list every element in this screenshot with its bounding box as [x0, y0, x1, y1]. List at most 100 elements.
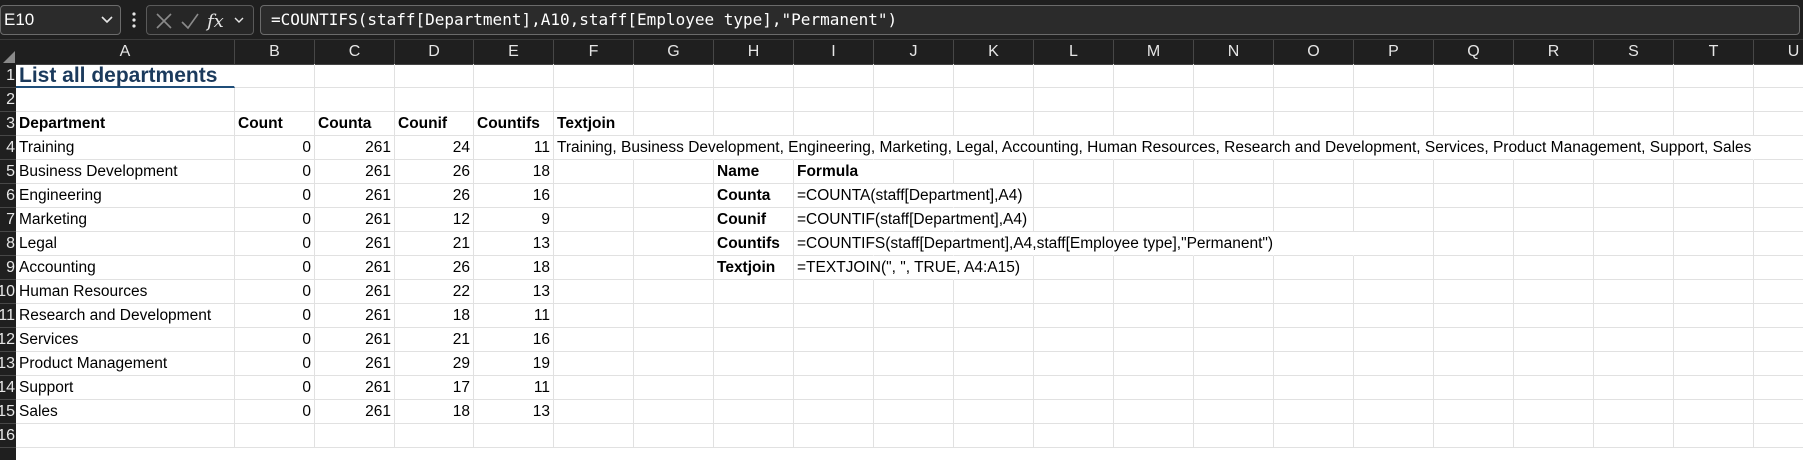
column-header-g[interactable]: G: [634, 40, 714, 64]
cell-m1[interactable]: [1114, 64, 1194, 88]
cell-u3[interactable]: [1754, 112, 1803, 136]
cell-j3[interactable]: [874, 112, 954, 136]
row-header-16[interactable]: 16: [0, 424, 16, 448]
column-header-m[interactable]: M: [1114, 40, 1194, 64]
cell-p4[interactable]: [1354, 136, 1434, 160]
cell-o14[interactable]: [1274, 376, 1354, 400]
cell-q9[interactable]: [1434, 256, 1514, 280]
cell-h10[interactable]: [714, 280, 794, 304]
cell-o6[interactable]: [1274, 184, 1354, 208]
row-header-3[interactable]: 3: [0, 112, 16, 136]
cell-o7[interactable]: [1274, 208, 1354, 232]
counta-value[interactable]: 261: [315, 232, 395, 256]
cell-u8[interactable]: [1754, 232, 1803, 256]
row-header-6[interactable]: 6: [0, 184, 16, 208]
cell-i2[interactable]: [794, 88, 874, 112]
cell-i10[interactable]: [794, 280, 874, 304]
counta-value[interactable]: 261: [315, 376, 395, 400]
cell-g12[interactable]: [634, 328, 714, 352]
cell-s13[interactable]: [1594, 352, 1674, 376]
cell-l5[interactable]: [1034, 160, 1114, 184]
cell-g3[interactable]: [634, 112, 714, 136]
formula-table-name[interactable]: Counif: [714, 208, 794, 232]
cell-s10[interactable]: [1594, 280, 1674, 304]
count-value[interactable]: 0: [235, 232, 315, 256]
cell-q15[interactable]: [1434, 400, 1514, 424]
cell-s9[interactable]: [1594, 256, 1674, 280]
cell-l2[interactable]: [1034, 88, 1114, 112]
chevron-down-icon[interactable]: [99, 6, 115, 34]
cell-b1[interactable]: [235, 64, 315, 88]
cell-l8[interactable]: [1034, 232, 1114, 256]
cell-e1[interactable]: [474, 64, 554, 88]
cell-t9[interactable]: [1674, 256, 1754, 280]
cell-h12[interactable]: [714, 328, 794, 352]
cell-r3[interactable]: [1514, 112, 1594, 136]
cell-k6[interactable]: [954, 184, 1034, 208]
cell-q11[interactable]: [1434, 304, 1514, 328]
cell-u14[interactable]: [1754, 376, 1803, 400]
counif-value[interactable]: 18: [395, 400, 474, 424]
cell-m8[interactable]: [1114, 232, 1194, 256]
cell-n9[interactable]: [1194, 256, 1274, 280]
countifs-value[interactable]: 11: [474, 304, 554, 328]
cell-d1[interactable]: [395, 64, 474, 88]
cell-g5[interactable]: [634, 160, 714, 184]
cell-n1[interactable]: [1194, 64, 1274, 88]
counta-value[interactable]: 261: [315, 400, 395, 424]
column-header-r[interactable]: R: [1514, 40, 1594, 64]
cell-o12[interactable]: [1274, 328, 1354, 352]
cell-u4[interactable]: [1754, 136, 1803, 160]
count-value[interactable]: 0: [235, 352, 315, 376]
row-header-4[interactable]: 4: [0, 136, 16, 160]
cell-u15[interactable]: [1754, 400, 1803, 424]
cell-n2[interactable]: [1194, 88, 1274, 112]
cell-k16[interactable]: [954, 424, 1034, 448]
cell-l9[interactable]: [1034, 256, 1114, 280]
cell-k12[interactable]: [954, 328, 1034, 352]
cell-i1[interactable]: [794, 64, 874, 88]
cell-m13[interactable]: [1114, 352, 1194, 376]
cell-l4[interactable]: [1034, 136, 1114, 160]
cell-h13[interactable]: [714, 352, 794, 376]
countifs-value[interactable]: 18: [474, 160, 554, 184]
cell-k4[interactable]: [954, 136, 1034, 160]
count-value[interactable]: 0: [235, 280, 315, 304]
cell-q7[interactable]: [1434, 208, 1514, 232]
count-value[interactable]: 0: [235, 208, 315, 232]
cell-m15[interactable]: [1114, 400, 1194, 424]
department-name[interactable]: Support: [16, 376, 235, 400]
formula-table-formula[interactable]: =COUNTIF(staff[Department],A4): [794, 208, 1027, 232]
cell-a16[interactable]: [16, 424, 235, 448]
cell-h16[interactable]: [714, 424, 794, 448]
cell-n15[interactable]: [1194, 400, 1274, 424]
cell-h14[interactable]: [714, 376, 794, 400]
cell-g10[interactable]: [634, 280, 714, 304]
cell-i4[interactable]: [794, 136, 874, 160]
cell-k5[interactable]: [954, 160, 1034, 184]
counta-value[interactable]: 261: [315, 136, 395, 160]
cell-t1[interactable]: [1674, 64, 1754, 88]
cell-j8[interactable]: [874, 232, 954, 256]
cell-t13[interactable]: [1674, 352, 1754, 376]
cell-s15[interactable]: [1594, 400, 1674, 424]
column-header-o[interactable]: O: [1274, 40, 1354, 64]
cell-f6[interactable]: [554, 184, 634, 208]
countifs-value[interactable]: 13: [474, 232, 554, 256]
cell-g4[interactable]: [634, 136, 714, 160]
formula-table-header-name[interactable]: Name: [714, 160, 794, 184]
row-header-10[interactable]: 10: [0, 280, 16, 304]
cell-f8[interactable]: [554, 232, 634, 256]
cell-l7[interactable]: [1034, 208, 1114, 232]
counif-value[interactable]: 26: [395, 256, 474, 280]
cell-g9[interactable]: [634, 256, 714, 280]
cell-j11[interactable]: [874, 304, 954, 328]
cell-q14[interactable]: [1434, 376, 1514, 400]
cell-o10[interactable]: [1274, 280, 1354, 304]
count-value[interactable]: 0: [235, 328, 315, 352]
countifs-value[interactable]: 9: [474, 208, 554, 232]
formula-table-header-formula[interactable]: Formula: [794, 160, 874, 184]
counta-value[interactable]: 261: [315, 304, 395, 328]
cell-f14[interactable]: [554, 376, 634, 400]
cell-u7[interactable]: [1754, 208, 1803, 232]
